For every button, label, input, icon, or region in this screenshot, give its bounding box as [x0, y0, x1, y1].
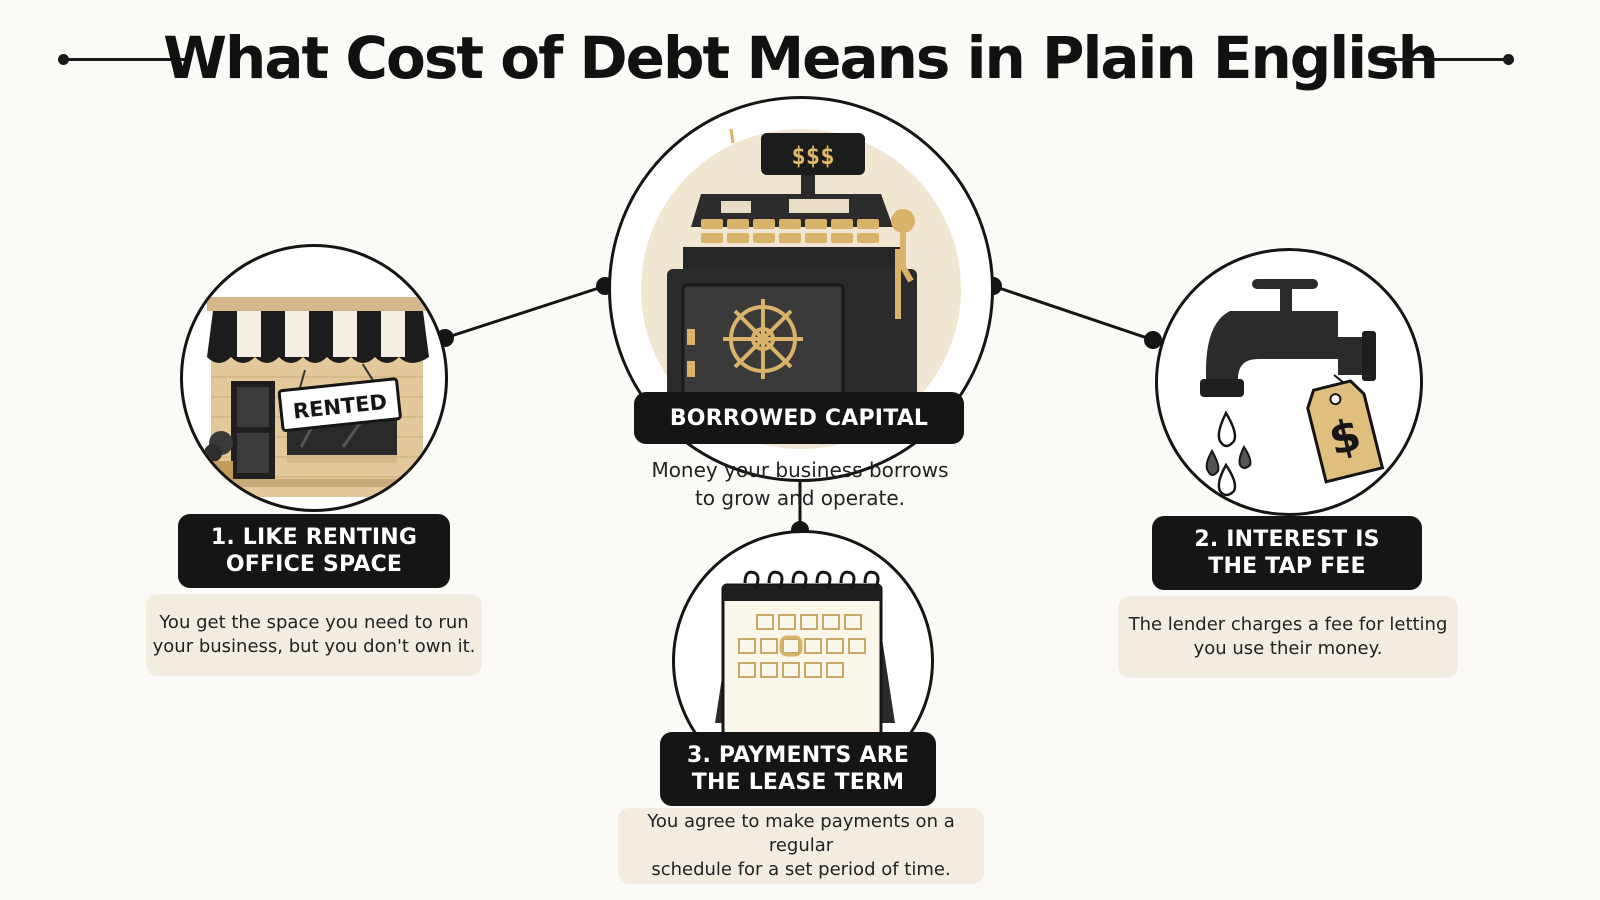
borrowed-capital-label: BORROWED CAPITAL [634, 392, 964, 444]
interest-label-line1: 2. INTEREST IS [1194, 527, 1380, 552]
renting-desc-line2: your business, but you don't own it. [152, 636, 476, 657]
renting-desc: You get the space you need to run your b… [146, 594, 482, 676]
title-line-right [1386, 54, 1514, 65]
payments-desc-line1: You agree to make payments on a regular [647, 811, 955, 856]
interest-label: 2. INTEREST IS THE TAP FEE [1152, 516, 1422, 590]
storefront-icon: RENTED [204, 297, 429, 497]
payments-desc: You agree to make payments on a regular … [618, 808, 984, 884]
interest-label-line2: THE TAP FEE [1208, 554, 1366, 579]
cash-register-icon: $$$ [624, 120, 961, 449]
center-desc-line1: Money your business borrows [651, 458, 949, 482]
borrowed-capital-text: BORROWED CAPITAL [669, 405, 929, 431]
payments-label: 3. PAYMENTS ARE THE LEASE TERM [660, 732, 936, 806]
payments-desc-line2: schedule for a set period of time. [651, 859, 951, 880]
renting-label-line2: OFFICE SPACE [225, 552, 403, 577]
tap-circle: $ [1155, 248, 1423, 516]
renting-label-line1: 1. LIKE RENTING [210, 525, 418, 550]
storefront-circle: RENTED [180, 244, 448, 512]
center-desc-line2: to grow and operate. [694, 486, 906, 510]
renting-label: 1. LIKE RENTING OFFICE SPACE [178, 514, 450, 588]
payments-label-line1: 3. PAYMENTS ARE [686, 743, 910, 768]
renting-desc-line1: You get the space you need to run [159, 612, 469, 633]
faucet-icon: $ [1200, 279, 1385, 497]
borrowed-capital-desc: Money your business borrows to grow and … [590, 456, 1010, 512]
interest-desc-line1: The lender charges a fee for letting [1128, 614, 1448, 635]
title-line-left [58, 54, 186, 65]
payments-label-line2: THE LEASE TERM [691, 770, 905, 795]
calendar-icon [715, 570, 895, 737]
interest-desc-line2: you use their money. [1193, 638, 1383, 659]
title-row: What Cost of Debt Means in Plain English [0, 18, 1600, 98]
interest-desc: The lender charges a fee for letting you… [1118, 596, 1458, 678]
display-text: $$$ [791, 142, 834, 170]
page-title: What Cost of Debt Means in Plain English [163, 24, 1439, 92]
